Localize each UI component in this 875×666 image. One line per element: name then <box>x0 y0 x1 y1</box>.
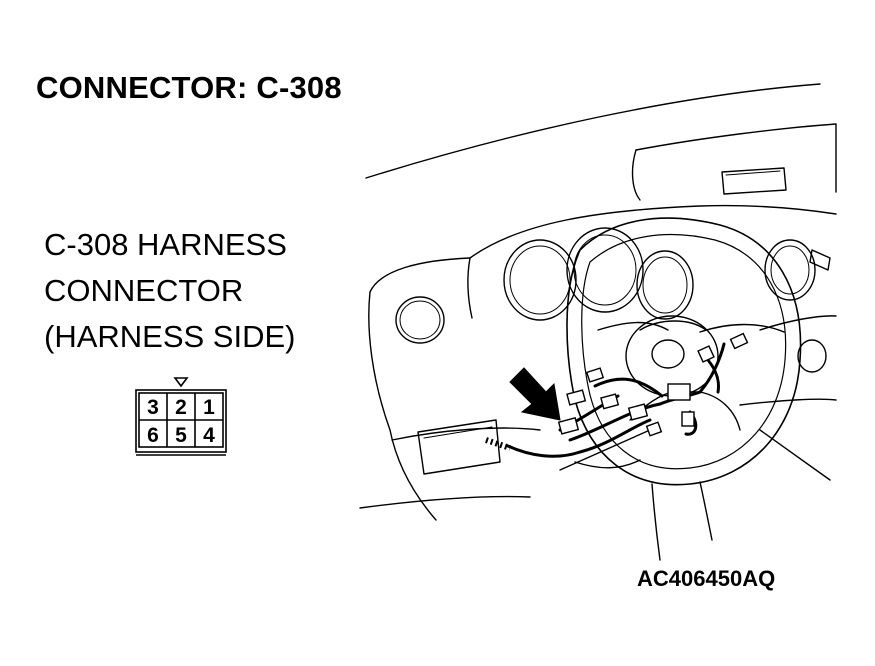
display-window <box>721 167 787 195</box>
description-line-1: C-308 HARNESS <box>44 227 287 262</box>
steering-spoke-left <box>597 321 669 331</box>
pin-label: 1 <box>203 396 215 419</box>
description-line-3: (HARNESS SIDE) <box>44 319 296 354</box>
steering-wheel-rim <box>566 217 802 486</box>
c308-connector <box>557 417 580 435</box>
gauge-right <box>636 250 694 320</box>
diagram-title: CONNECTOR: C-308 <box>36 70 342 105</box>
figure-reference-code: AC406450AQ <box>637 566 776 591</box>
connector-housing <box>135 389 227 453</box>
harness-connectors <box>557 332 749 437</box>
description-line-2: CONNECTOR <box>44 273 244 308</box>
pin-label: 2 <box>175 396 187 419</box>
instrument-shroud <box>469 204 837 259</box>
pin-label: 4 <box>203 424 215 447</box>
harness-tube-end <box>485 437 511 451</box>
gauge-left <box>503 239 577 321</box>
lower-panel <box>417 419 501 475</box>
steering-column-center <box>651 339 685 369</box>
right-knob <box>797 339 827 373</box>
dash-top <box>635 123 837 193</box>
pin-label: 6 <box>147 424 159 447</box>
pin-label: 5 <box>175 424 187 447</box>
windshield-line <box>365 83 821 179</box>
connector-key-icon <box>173 377 189 388</box>
center-vent <box>764 239 816 301</box>
steering-spoke-right <box>699 323 785 333</box>
dash-button <box>809 249 831 271</box>
left-air-vent <box>395 296 445 344</box>
dash-left-body <box>369 257 471 293</box>
connector-description: C-308 HARNESS CONNECTOR (HARNESS SIDE) <box>44 222 295 360</box>
location-arrow-icon <box>509 367 561 421</box>
pin-label: 3 <box>147 396 159 419</box>
steering-column <box>651 483 661 561</box>
gauge-center <box>566 227 644 313</box>
